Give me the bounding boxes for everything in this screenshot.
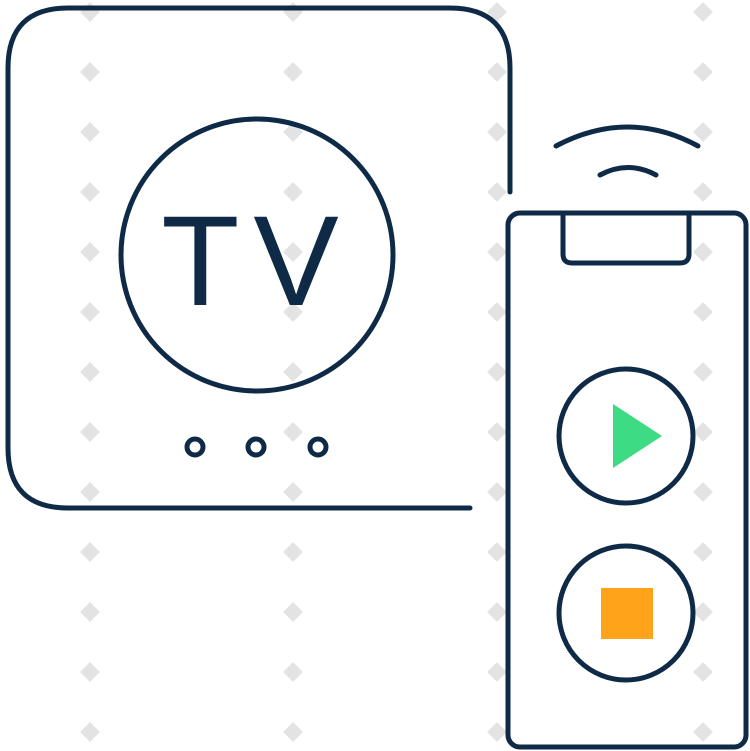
- indicator-light-1: [184, 436, 206, 458]
- watermark-diamond: [80, 602, 100, 622]
- watermark-diamond: [80, 242, 100, 262]
- watermark-diamond: [693, 542, 713, 562]
- watermark-diamond: [80, 722, 100, 742]
- watermark-diamond: [80, 122, 100, 142]
- watermark-diamond: [487, 662, 507, 682]
- phone-remote: [505, 210, 749, 750]
- wifi-signal-icon: [553, 124, 701, 178]
- play-button-ring[interactable]: [556, 366, 696, 506]
- watermark-diamond: [283, 302, 303, 322]
- watermark-diamond: [80, 302, 100, 322]
- phone-notch: [560, 213, 692, 266]
- phone-body: [505, 210, 749, 750]
- watermark-diamond: [80, 182, 100, 202]
- watermark-diamond: [487, 362, 507, 382]
- tv-indicator-lights: [184, 436, 329, 458]
- watermark-diamond: [283, 362, 303, 382]
- watermark-diamond: [487, 482, 507, 502]
- watermark-diamond: [487, 62, 507, 82]
- watermark-diamond: [487, 422, 507, 442]
- watermark-diamond: [487, 302, 507, 322]
- tv-box-outline: [5, 5, 513, 511]
- watermark-diamond: [487, 602, 507, 622]
- watermark-diamond: [283, 662, 303, 682]
- indicator-light-3: [307, 436, 329, 458]
- watermark-diamond: [283, 722, 303, 742]
- watermark-diamond: [283, 62, 303, 82]
- watermark-diamond: [693, 482, 713, 502]
- watermark-diamond: [283, 182, 303, 202]
- watermark-diamond: [487, 542, 507, 562]
- watermark-diamond: [487, 182, 507, 202]
- watermark-diamond: [80, 422, 100, 442]
- watermark-diamond: [693, 182, 713, 202]
- watermark-diamond: [487, 122, 507, 142]
- watermark-diamond: [693, 602, 713, 622]
- watermark-diamond: [283, 542, 303, 562]
- watermark-diamond: [283, 2, 303, 22]
- watermark-diamond: [80, 542, 100, 562]
- watermark-diamond: [693, 242, 713, 262]
- watermark-diamond: [80, 362, 100, 382]
- tv-box: [5, 5, 513, 511]
- stop-button-ring[interactable]: [556, 543, 696, 683]
- watermark-diamond: [80, 662, 100, 682]
- watermark-diamond: [283, 242, 303, 262]
- watermark-diamond: [693, 122, 713, 142]
- watermark-diamond: [80, 62, 100, 82]
- watermark-diamond: [693, 662, 713, 682]
- watermark-diamond: [693, 62, 713, 82]
- tv-logo-circle: [118, 116, 396, 394]
- watermark-diamond: [693, 302, 713, 322]
- watermark-diamond: [693, 422, 713, 442]
- stop-icon[interactable]: [601, 588, 653, 639]
- tv-logo-label: TV: [161, 190, 353, 333]
- watermark-diamond: [487, 722, 507, 742]
- play-icon[interactable]: [613, 404, 662, 468]
- indicator-light-2: [245, 436, 267, 458]
- watermark-diamond: [283, 422, 303, 442]
- watermark-diamond: [80, 482, 100, 502]
- watermark-diamond: [283, 482, 303, 502]
- watermark-diamond: [693, 362, 713, 382]
- watermark-diamond: [487, 242, 507, 262]
- signal-arc-inner: [597, 165, 659, 178]
- watermark-diamond: [283, 602, 303, 622]
- watermark-diamond: [80, 2, 100, 22]
- signal-arc-outer: [553, 124, 701, 149]
- watermark-diamond: [693, 722, 713, 742]
- watermark-diamond: [693, 2, 713, 22]
